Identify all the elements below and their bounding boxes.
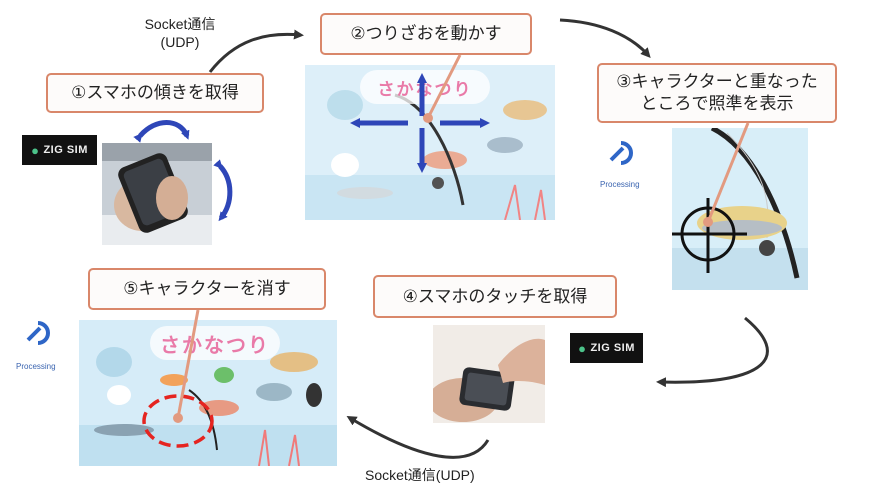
- pointer-dot-step5: [173, 413, 183, 423]
- protocol-label-bottom: Socket通信(UDP): [365, 467, 475, 483]
- frog-icon-2: ●: [578, 340, 587, 356]
- processing-label-1: Processing: [600, 180, 640, 189]
- zig-sim-logo-1: ● ZIG SIM: [22, 135, 97, 165]
- game-title-step5: さかなつり: [150, 326, 280, 360]
- pointer-line-step3: [706, 122, 750, 223]
- protocol-label-top: Socket通信 (UDP): [140, 15, 220, 51]
- pointer-dot-step3: [703, 217, 713, 227]
- protocol-top-line2: (UDP): [160, 34, 200, 50]
- step3-line1: ③キャラクターと重なった: [616, 72, 818, 92]
- tilt-phone-illustration: [102, 143, 212, 245]
- pointer-line-step2: [426, 54, 462, 119]
- game-scene-step5: [79, 347, 337, 466]
- arrow-step4-to-step5: [346, 415, 490, 459]
- processing-icon-2: [26, 321, 50, 345]
- touch-phone-photo: [433, 325, 545, 423]
- step4-callout: ④スマホのタッチを取得: [373, 275, 617, 318]
- step5-callout: ⑤キャラクターを消す: [88, 268, 326, 310]
- game-scene-step2: [305, 90, 555, 220]
- step3-callout: ③キャラクターと重なった ところで照準を表示: [597, 63, 837, 123]
- tilt-rotation-arrows: [133, 120, 233, 222]
- pointer-line-step5: [176, 309, 200, 419]
- step1-callout: ①スマホの傾きを取得: [46, 73, 264, 113]
- touch-phone-illustration: [433, 338, 545, 422]
- step3-line2: ところで照準を表示: [640, 94, 794, 114]
- processing-label-2: Processing: [16, 362, 56, 371]
- processing-logo-1: [603, 140, 643, 170]
- game-screen-step5: [79, 320, 337, 466]
- zig-sim-logo-1-text: ZIG SIM: [43, 144, 88, 156]
- pointer-dot-step2: [423, 113, 433, 123]
- red-dashed-circle: [142, 394, 214, 448]
- zig-sim-logo-2: ● ZIG SIM: [570, 333, 643, 363]
- arrow-step2-to-step3: [559, 18, 651, 58]
- move-direction-arrows: [350, 73, 490, 173]
- arrow-step1-to-step2: [208, 29, 304, 73]
- tilt-phone-photo: [102, 143, 212, 245]
- arrow-step3-to-step4: [656, 316, 769, 388]
- protocol-top-line1: Socket通信: [144, 16, 216, 32]
- processing-logo-2: [20, 320, 60, 350]
- step2-callout: ②つりざおを動かす: [320, 13, 532, 55]
- frog-icon: ●: [31, 142, 40, 158]
- processing-icon: [609, 141, 633, 165]
- game-screen-step3: [672, 128, 808, 290]
- zig-sim-logo-2-text: ZIG SIM: [590, 342, 635, 354]
- crosshair-scene: [672, 128, 808, 290]
